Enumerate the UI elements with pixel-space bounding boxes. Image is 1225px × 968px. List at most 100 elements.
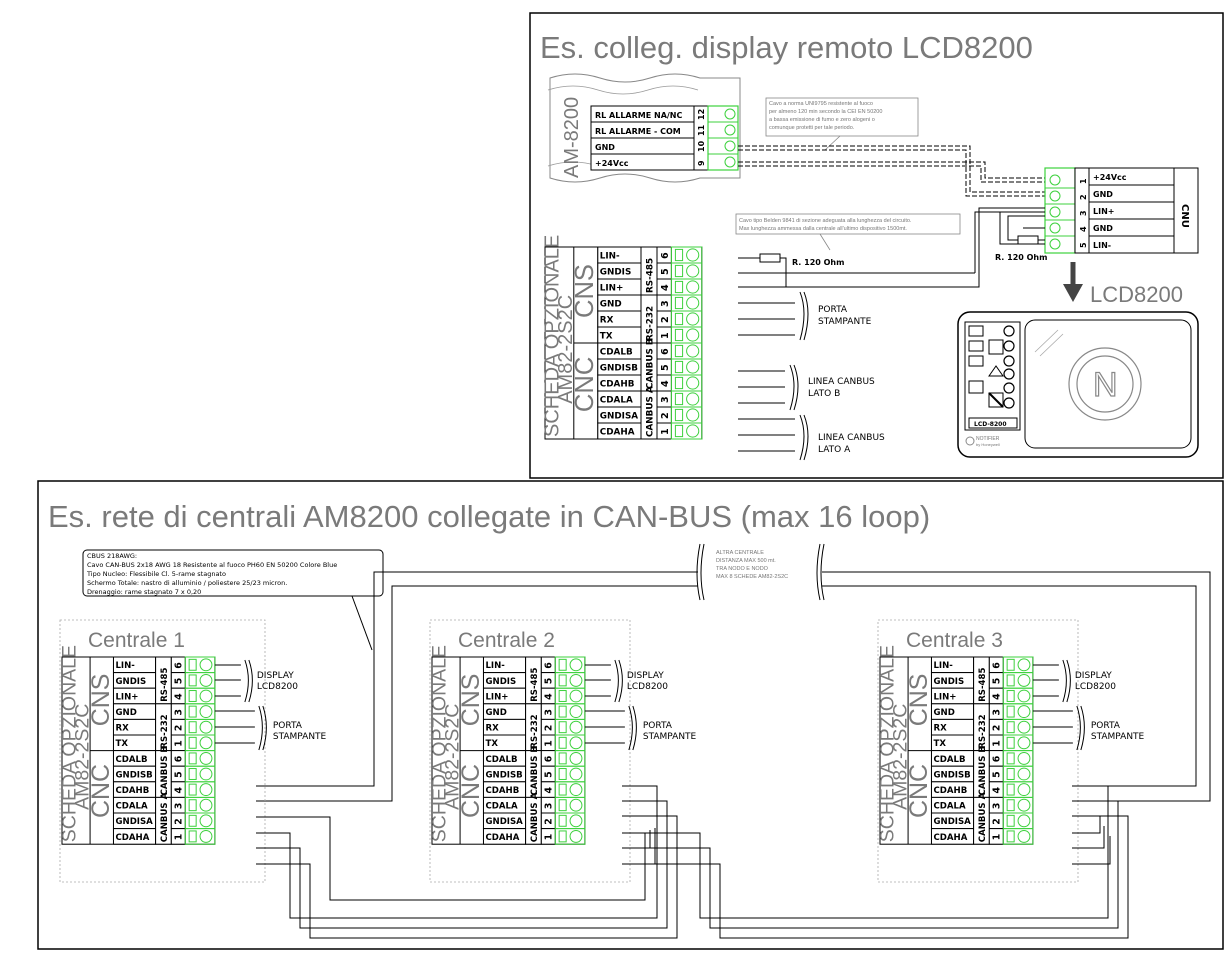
terminal-number: 1: [992, 740, 1003, 747]
cns-label-2: CNS: [457, 674, 485, 727]
screw-terminal: [554, 828, 586, 845]
top-canbus-a-label-1: LINEA CANBUS: [818, 433, 885, 443]
am8200-terminal-1: RL ALLARME NA/NC: [595, 111, 682, 120]
terminal-label: GNDISA: [933, 817, 971, 827]
cnu-terminal-2: GND: [1093, 190, 1113, 199]
terminal-label: LIN+: [115, 692, 138, 702]
display-sublabel-2: LCD8200: [627, 682, 668, 692]
terminal-number: 4: [992, 787, 1003, 794]
terminal-number: 5: [544, 678, 555, 685]
svg-text:Cavo a norma UNI9795 resistent: Cavo a norma UNI9795 resistente al fuoco: [769, 101, 873, 107]
terminal-number: 2: [174, 818, 185, 825]
top-canbus-a-label-2: LATO A: [818, 445, 851, 455]
resistor-label-2: R. 120 Ohm: [995, 253, 1047, 262]
terminal-label: CDALA: [933, 802, 966, 812]
board-subtitle-1: AM82-2S2C: [72, 704, 94, 810]
terminal-number: 5: [992, 771, 1003, 778]
board-title-2: SCHEDA OPZIONALE: [428, 645, 450, 842]
svg-text:MAX 8 SCHEDE AM82-2S2C: MAX 8 SCHEDE AM82-2S2C: [716, 574, 788, 580]
top-canbus-b-label-1: LINEA CANBUS: [808, 377, 875, 387]
board-subtitle-3: AM82-2S2C: [890, 704, 912, 810]
terminal-label: CDAHA: [600, 428, 635, 438]
terminal-label: LIN+: [600, 284, 624, 294]
group-label: RS-232: [646, 306, 656, 341]
top-board: SCHEDA OPZIONALEAM82-2S2CCNSCNCLIN-6GNDI…: [542, 235, 703, 440]
bottom-example: Es. rete di centrali AM8200 collegate in…: [37, 480, 1224, 950]
svg-text:per almeno 120 min secondo la: per almeno 120 min secondo la CEI EN 502…: [769, 109, 882, 115]
power-wires: [738, 145, 1045, 197]
terminal-label: CDAHB: [600, 380, 635, 390]
terminal-label: GNDIS: [600, 268, 632, 278]
terminal-label: GND: [600, 300, 622, 310]
terminal-number: 2: [544, 818, 555, 825]
terminal-number: 3: [992, 709, 1003, 716]
am8200-terminal-4: +24Vcc: [595, 159, 629, 168]
screw-terminal: [184, 828, 216, 845]
terminal-label: CDALB: [933, 755, 965, 765]
terminal-number: 4: [992, 693, 1003, 700]
terminal-label: RX: [600, 316, 614, 326]
board-subtitle-top: AM82-2S2C: [555, 295, 577, 404]
group-label: CANBUS A: [646, 386, 656, 437]
terminal-number: 6: [660, 348, 671, 355]
printer-label-3: PORTA: [1091, 721, 1121, 731]
svg-text:comunque protetti per tale per: comunque protetti per tale periodo.: [769, 125, 855, 131]
terminal-label: CDAHA: [115, 833, 149, 843]
terminal-label: CDALB: [600, 348, 633, 358]
board-title-top: SCHEDA OPZIONALE: [542, 235, 564, 437]
svg-text:Cavo tipo Belden 9841 di sezio: Cavo tipo Belden 9841 di sezione adeguat…: [739, 218, 912, 224]
cnu-terminal-1: +24Vcc: [1093, 173, 1127, 182]
group-label: RS-232: [530, 714, 540, 748]
terminal-number: 5: [660, 364, 671, 371]
top-printer-label-1: PORTA: [818, 305, 848, 315]
printer-sublabel-3: STAMPANTE: [1091, 732, 1145, 742]
terminal-number: 3: [174, 709, 185, 716]
terminal-label: CDAHB: [485, 786, 519, 796]
group-label: RS-485: [978, 668, 988, 702]
board-title-1: SCHEDA OPZIONALE: [58, 645, 80, 842]
am8200-terminal-block: [707, 105, 739, 171]
network-bus-wires: [256, 571, 1211, 802]
group-label: CANBUS A: [530, 792, 540, 842]
printer-sublabel-2: STAMPANTE: [643, 732, 697, 742]
warning-icon: [988, 365, 1004, 377]
printer-label-2: PORTA: [643, 721, 673, 731]
terminal-number: 5: [544, 771, 555, 778]
group-label: CANBUS B: [646, 338, 656, 389]
terminal-label: CDALB: [485, 755, 517, 765]
terminal-label: CDAHA: [485, 833, 519, 843]
terminal-number: 3: [992, 803, 1003, 810]
cnc-label-top: CNC: [571, 357, 599, 412]
terminal-label: GNDISA: [485, 817, 523, 827]
terminal-number: 6: [992, 756, 1003, 763]
terminal-label: RX: [485, 724, 499, 734]
terminal-number: 3: [544, 709, 555, 716]
terminal-label: CDAHB: [933, 786, 967, 796]
lcd-device-label: LCD-8200: [974, 421, 1007, 428]
terminal-number: 4: [544, 693, 555, 700]
terminal-label: RX: [115, 724, 129, 734]
terminal-label: GNDIS: [115, 677, 146, 687]
cns-label-3: CNS: [905, 674, 933, 727]
terminal-number: 3: [660, 396, 671, 403]
other-panel-note: ALTRA CENTRALE DISTANZA MAX 500 mt. TRA …: [696, 543, 825, 601]
terminal-label: LIN-: [115, 661, 135, 671]
panel-frame: [877, 619, 1079, 883]
terminal-label: TX: [600, 332, 613, 342]
terminal-number: 4: [660, 284, 671, 291]
terminal-number: 1: [544, 740, 555, 747]
terminal-number: 2: [992, 818, 1003, 825]
svg-text:3: 3: [1079, 210, 1088, 216]
terminal-number: 6: [544, 756, 555, 763]
lcd-device: [957, 311, 1199, 458]
svg-text:ALTRA CENTRALE: ALTRA CENTRALE: [716, 550, 764, 556]
terminal-number: 6: [174, 662, 185, 669]
terminal-number: 1: [174, 834, 185, 841]
terminal-label: GNDISB: [115, 770, 152, 780]
fire-cable-note: Cavo a norma UNI9795 resistente al fuoco…: [765, 97, 919, 151]
group-label: RS-232: [978, 714, 988, 748]
group-label: CANBUS B: [530, 746, 540, 795]
top-example-frame: [529, 12, 1224, 479]
terminal-number: 5: [992, 678, 1003, 685]
